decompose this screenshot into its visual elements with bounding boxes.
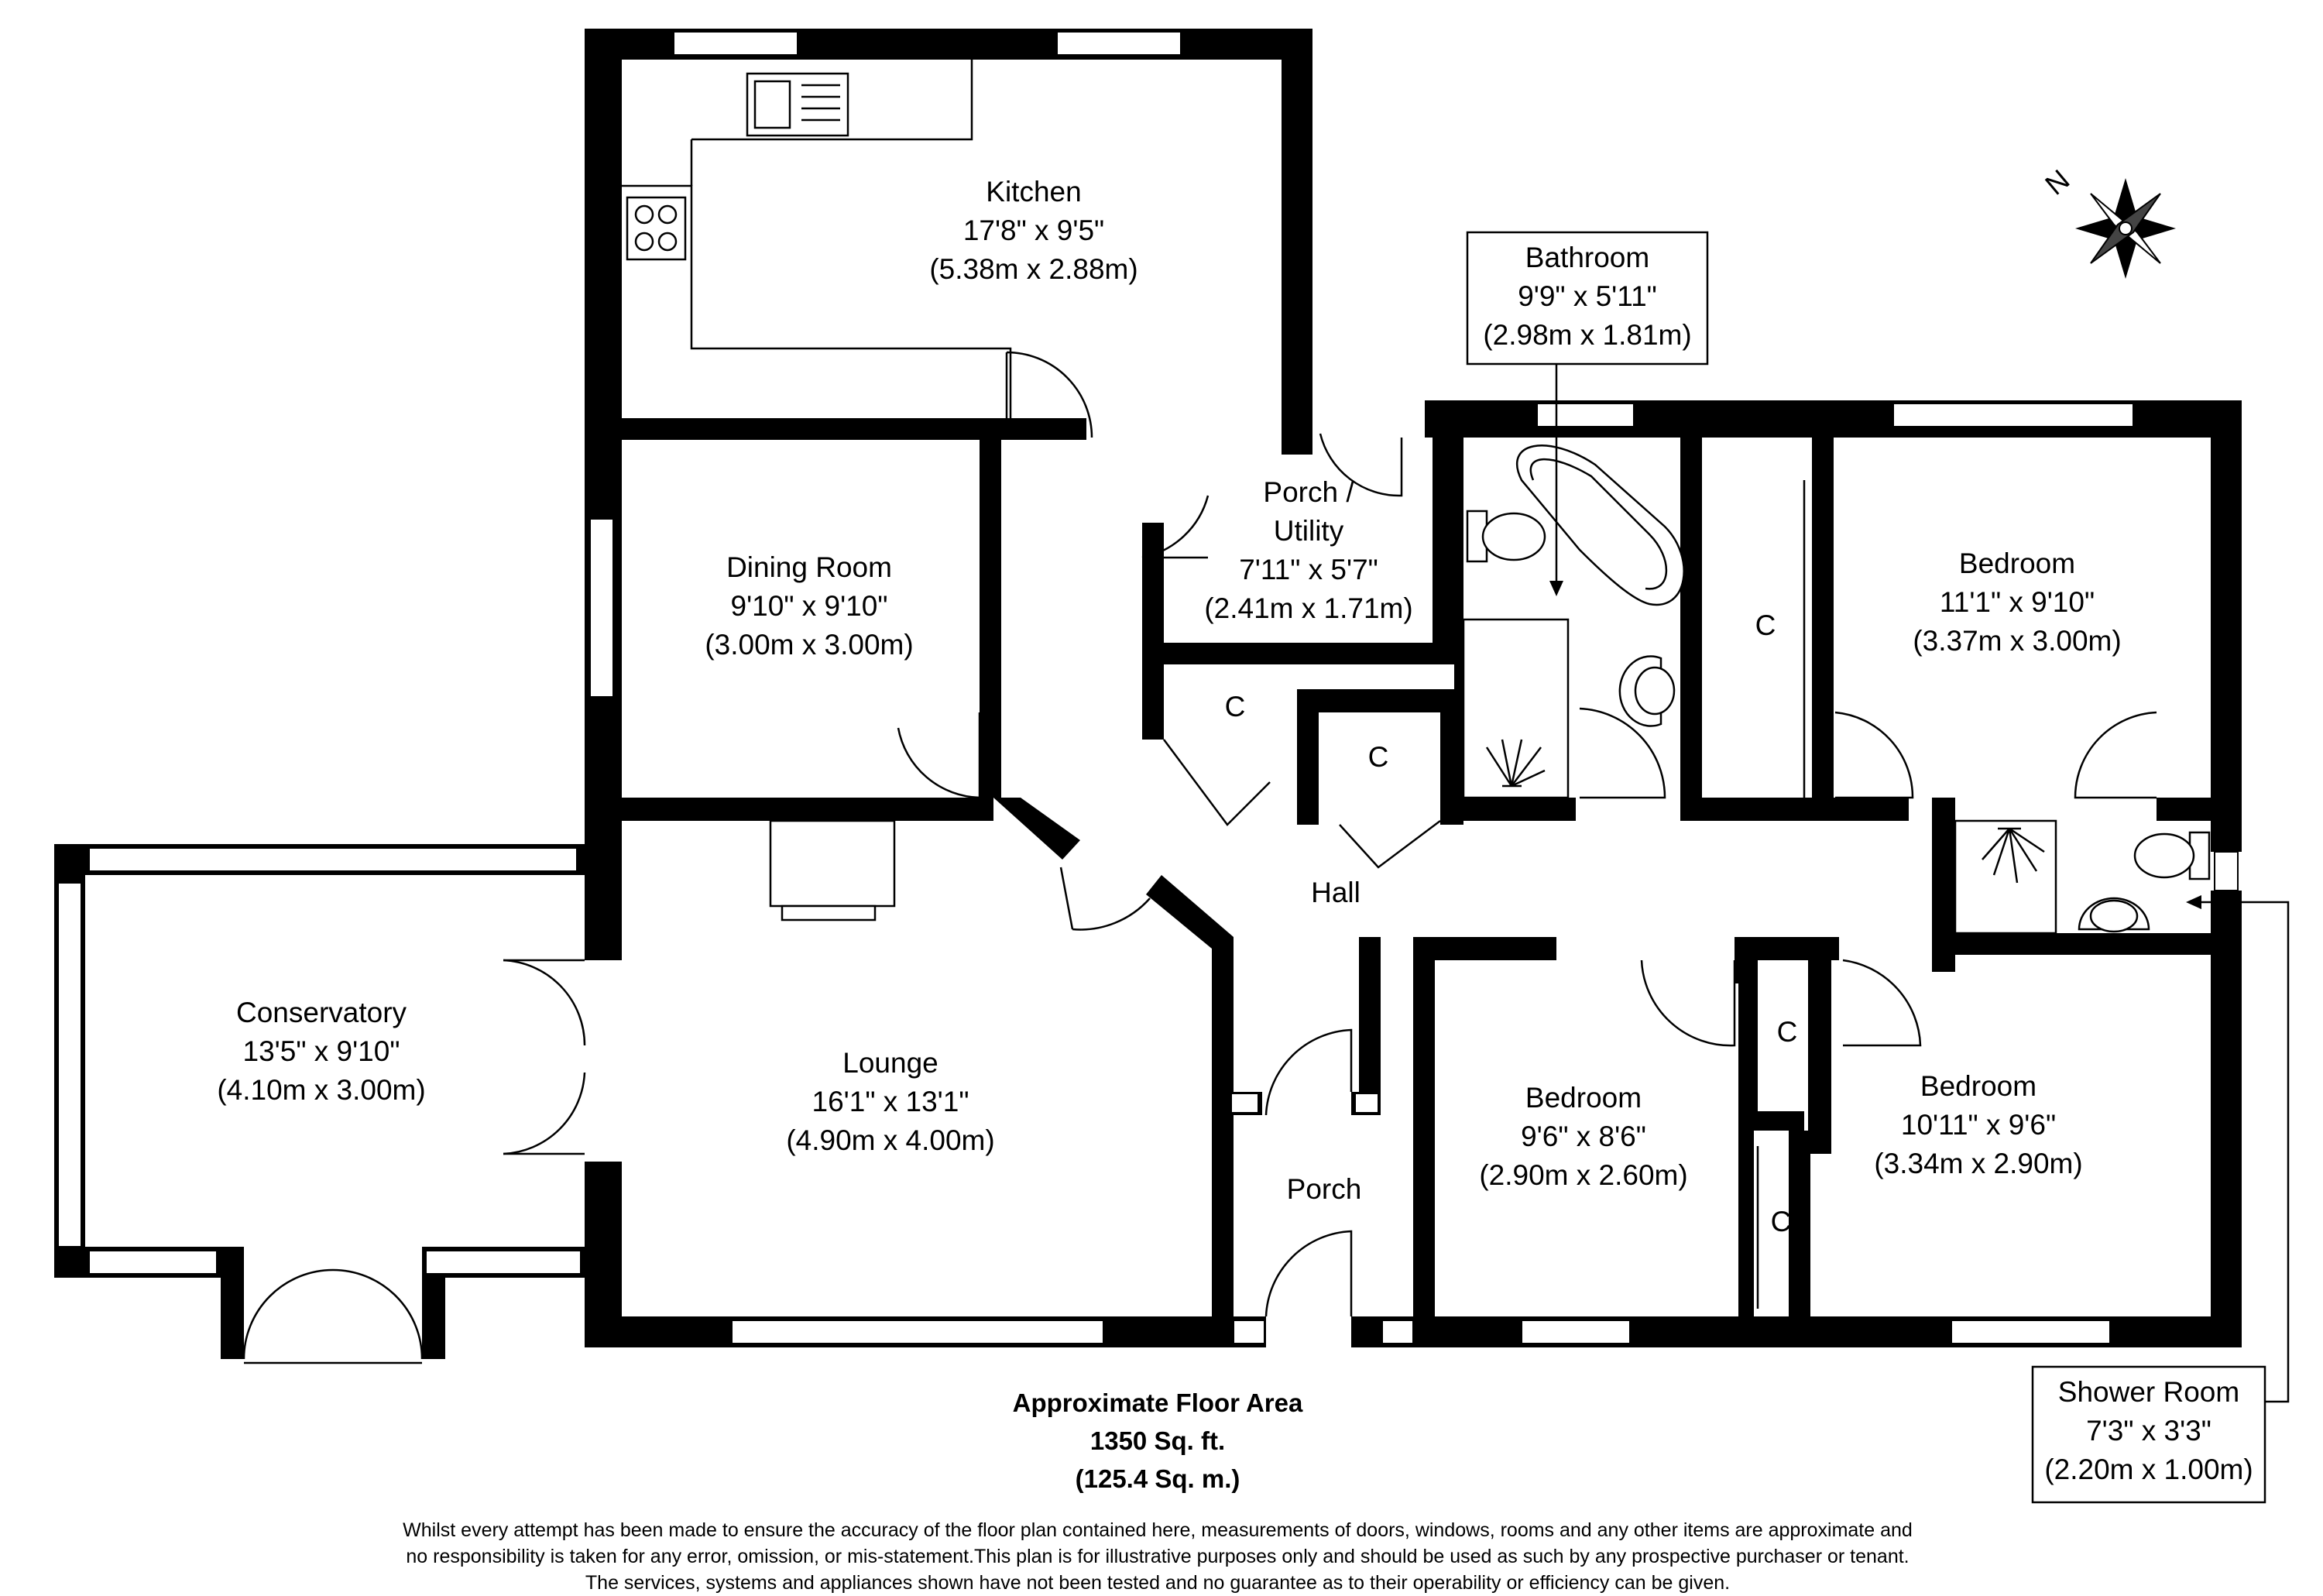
- cupboard-label: C: [1225, 691, 1246, 722]
- room-shower: Shower Room 7'3" x 3'3" (2.20m x 1.00m): [2031, 895, 2290, 1504]
- svg-text:7'11" x 5'7": 7'11" x 5'7": [1239, 554, 1378, 585]
- fixtures: [622, 60, 2211, 935]
- svg-text:Porch: Porch: [1287, 1173, 1362, 1205]
- svg-text:1350 Sq. ft.: 1350 Sq. ft.: [1090, 1426, 1225, 1455]
- shower-icon-2: [1982, 827, 2045, 884]
- fireplace-icon: [769, 819, 896, 908]
- svg-text:Lounge: Lounge: [842, 1047, 938, 1079]
- hob-icon: [626, 196, 687, 261]
- svg-text:The services, systems and appl: The services, systems and appliances sho…: [585, 1572, 1730, 1594]
- room-porch: Porch: [1287, 1173, 1362, 1205]
- svg-text:9'6" x 8'6": 9'6" x 8'6": [1521, 1121, 1646, 1152]
- svg-text:Conservatory: Conservatory: [236, 997, 407, 1028]
- svg-text:Whilst every attempt has been: Whilst every attempt has been made to en…: [403, 1519, 1913, 1541]
- svg-text:(3.37m x 3.00m): (3.37m x 3.00m): [1913, 625, 2121, 657]
- svg-text:(2.20m x 1.00m): (2.20m x 1.00m): [2044, 1454, 2253, 1485]
- basin-icon: [1618, 655, 1676, 727]
- room-lounge: Lounge 16'1" x 13'1" (4.90m x 4.00m): [786, 1047, 994, 1156]
- svg-text:(4.10m x 3.00m): (4.10m x 3.00m): [217, 1074, 425, 1106]
- cupboard-label: C: [1368, 741, 1389, 773]
- svg-text:7'3" x 3'3": 7'3" x 3'3": [2086, 1415, 2211, 1447]
- svg-text:(2.90m x 2.60m): (2.90m x 2.60m): [1479, 1159, 1687, 1191]
- svg-text:Approximate Floor Area: Approximate Floor Area: [1013, 1388, 1303, 1417]
- svg-text:9'10" x 9'10": 9'10" x 9'10": [731, 590, 888, 622]
- svg-text:(4.90m x 4.00m): (4.90m x 4.00m): [786, 1124, 994, 1156]
- svg-text:Utility: Utility: [1274, 515, 1344, 547]
- bath-icon: [1515, 444, 1685, 606]
- svg-text:(125.4 Sq. m.): (125.4 Sq. m.): [1076, 1464, 1240, 1493]
- compass-icon: N: [2040, 163, 2176, 279]
- svg-text:13'5" x 9'10": 13'5" x 9'10": [243, 1035, 400, 1067]
- room-porch-utility: Porch / Utility 7'11" x 5'7" (2.41m x 1.…: [1204, 476, 1412, 624]
- room-bathroom: Bathroom 9'9" x 5'11" (2.98m x 1.81m): [1466, 231, 1709, 596]
- toilet-icon: [1466, 510, 1546, 563]
- svg-text:Bedroom: Bedroom: [1525, 1082, 1642, 1114]
- svg-text:(3.00m x 3.00m): (3.00m x 3.00m): [705, 629, 913, 661]
- compass-north-label: N: [2040, 163, 2076, 201]
- svg-text:(2.98m x 1.81m): (2.98m x 1.81m): [1483, 319, 1691, 351]
- svg-text:no responsibility is taken for: no responsibility is taken for any error…: [406, 1546, 1909, 1567]
- svg-text:Bedroom: Bedroom: [1920, 1070, 2036, 1102]
- svg-text:(2.41m x 1.71m): (2.41m x 1.71m): [1204, 592, 1412, 624]
- svg-text:17'8" x 9'5": 17'8" x 9'5": [963, 215, 1104, 246]
- cupboard-label: C: [1755, 609, 1776, 641]
- svg-text:Hall: Hall: [1311, 877, 1361, 908]
- room-bedroom-s: Bedroom 9'6" x 8'6" (2.90m x 2.60m): [1479, 1082, 1687, 1191]
- sink-icon: [746, 72, 849, 137]
- toilet-icon-2: [2133, 831, 2211, 880]
- room-conservatory: Conservatory 13'5" x 9'10" (4.10m x 3.00…: [217, 997, 425, 1106]
- svg-text:(5.38m x 2.88m): (5.38m x 2.88m): [929, 253, 1137, 285]
- svg-text:9'9" x 5'11": 9'9" x 5'11": [1518, 280, 1657, 312]
- cupboard-label: C: [1771, 1206, 1792, 1237]
- svg-text:10'11" x 9'6": 10'11" x 9'6": [1901, 1109, 2056, 1141]
- cupboard-labels: C C C C C: [1225, 609, 1798, 1237]
- svg-text:Porch /: Porch /: [1263, 476, 1354, 508]
- svg-text:Bedroom: Bedroom: [1959, 547, 2075, 579]
- shower-icon: [1485, 739, 1546, 788]
- room-bedroom-se: Bedroom 10'11" x 9'6" (3.34m x 2.90m): [1874, 1070, 2082, 1179]
- floor-area: Approximate Floor Area 1350 Sq. ft. (125…: [1013, 1388, 1303, 1493]
- room-bedroom-ne: Bedroom 11'1" x 9'10" (3.37m x 3.00m): [1913, 547, 2121, 657]
- svg-text:Bathroom: Bathroom: [1525, 242, 1649, 273]
- windows: [57, 31, 2239, 1344]
- room-hall: Hall: [1311, 877, 1361, 908]
- disclaimer: Whilst every attempt has been made to en…: [403, 1519, 1913, 1594]
- svg-text:Dining Room: Dining Room: [726, 551, 892, 583]
- svg-text:16'1" x 13'1": 16'1" x 13'1": [812, 1086, 969, 1117]
- svg-text:(3.34m x 2.90m): (3.34m x 2.90m): [1874, 1148, 2082, 1179]
- cupboard-label: C: [1777, 1016, 1798, 1048]
- doors: [242, 351, 2157, 1364]
- room-dining: Dining Room 9'10" x 9'10" (3.00m x 3.00m…: [705, 551, 913, 661]
- basin-icon-2: [2078, 897, 2150, 933]
- svg-text:Kitchen: Kitchen: [986, 176, 1081, 208]
- svg-text:11'1" x 9'10": 11'1" x 9'10": [1940, 586, 2095, 618]
- svg-text:Shower Room: Shower Room: [2058, 1376, 2239, 1408]
- room-kitchen: Kitchen 17'8" x 9'5" (5.38m x 2.88m): [929, 176, 1137, 285]
